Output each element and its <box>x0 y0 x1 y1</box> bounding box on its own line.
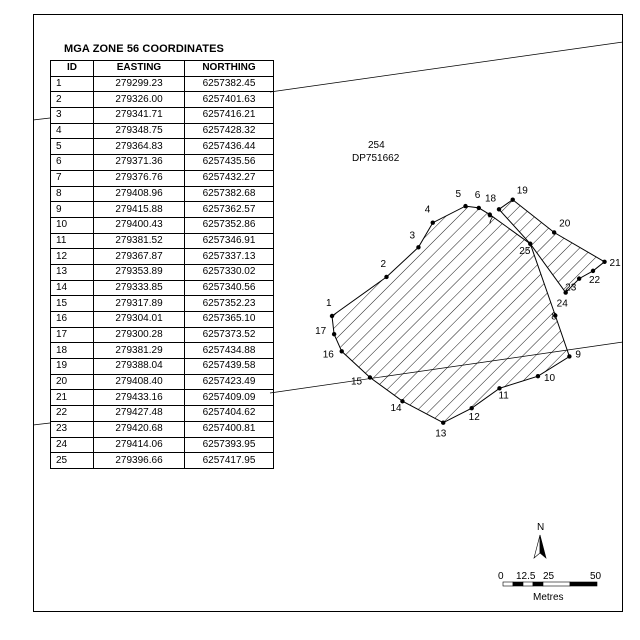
point-label-6: 6 <box>475 190 481 201</box>
scale-tick-50: 50 <box>590 571 602 582</box>
boundary-point-19 <box>510 197 515 202</box>
scale-tick-0: 0 <box>498 571 504 582</box>
boundary-point-1 <box>329 313 335 319</box>
point-label-23: 23 <box>565 283 577 294</box>
boundary-point-4 <box>430 220 435 225</box>
cadastral-line <box>269 41 624 93</box>
north-label: N <box>537 522 544 533</box>
boundary-point-14 <box>400 399 405 404</box>
point-label-12: 12 <box>469 412 481 423</box>
boundary-point-9 <box>567 354 572 359</box>
north-arrow-icon: N <box>533 522 547 559</box>
point-label-21: 21 <box>610 258 622 269</box>
cell-northing: 6257417.95 <box>184 452 274 469</box>
boundary-point-11 <box>497 386 502 391</box>
scale-tick-12-5: 12.5 <box>516 571 536 582</box>
point-label-3: 3 <box>409 230 415 241</box>
scale-tick-25: 25 <box>543 571 555 582</box>
point-label-9: 9 <box>575 349 581 360</box>
boundary-point-15 <box>367 375 373 380</box>
point-label-25: 25 <box>519 246 531 257</box>
boundary-point-12 <box>469 406 474 411</box>
map-frame <box>33 14 623 612</box>
point-label-7: 7 <box>488 216 494 227</box>
boundary-point-7 <box>487 212 492 217</box>
boundary-point-20 <box>551 230 557 235</box>
point-label-19: 19 <box>517 186 529 197</box>
boundary-point-17 <box>331 331 337 337</box>
boundary-point-24 <box>563 290 568 295</box>
point-label-4: 4 <box>425 205 431 216</box>
boundary-point-3 <box>416 245 421 250</box>
boundary-point-23 <box>576 276 582 281</box>
point-label-10: 10 <box>544 373 556 384</box>
point-label-13: 13 <box>435 429 447 440</box>
boundary-point-2 <box>384 274 389 280</box>
point-label-20: 20 <box>559 218 571 229</box>
boundary-point-5 <box>463 203 468 209</box>
lot-number: 254 <box>368 140 385 151</box>
point-label-8: 8 <box>551 312 557 323</box>
point-label-22: 22 <box>589 275 601 286</box>
boundary-point-21 <box>602 259 607 264</box>
point-label-24: 24 <box>557 299 569 310</box>
point-label-16: 16 <box>323 349 335 360</box>
point-label-17: 17 <box>315 326 327 337</box>
boundary-point-6 <box>476 205 481 211</box>
point-label-5: 5 <box>455 189 461 200</box>
point-label-1: 1 <box>326 298 332 309</box>
boundary-point-13 <box>441 420 446 425</box>
cadastral-line <box>32 422 51 426</box>
scale-unit: Metres <box>533 592 564 603</box>
table-header-row: ID EASTING NORTHING <box>50 60 274 77</box>
boundary-point-18 <box>496 207 502 212</box>
lot-plan: DP751662 <box>352 153 400 164</box>
point-label-11: 11 <box>498 390 509 401</box>
boundary-point-8 <box>553 313 558 318</box>
point-label-2: 2 <box>380 259 386 270</box>
scale-bar: 0 12.5 25 50 Metres <box>498 571 602 603</box>
point-label-15: 15 <box>351 376 363 387</box>
boundary-point-25 <box>528 241 533 246</box>
boundary-point-16 <box>339 349 344 354</box>
boundary-point-10 <box>535 374 541 379</box>
coordinates-table-title: MGA ZONE 56 COORDINATES <box>64 43 224 55</box>
boundary-point-22 <box>590 268 596 274</box>
point-label-14: 14 <box>390 403 402 414</box>
point-label-18: 18 <box>485 193 497 204</box>
cadastral-line <box>32 117 51 121</box>
